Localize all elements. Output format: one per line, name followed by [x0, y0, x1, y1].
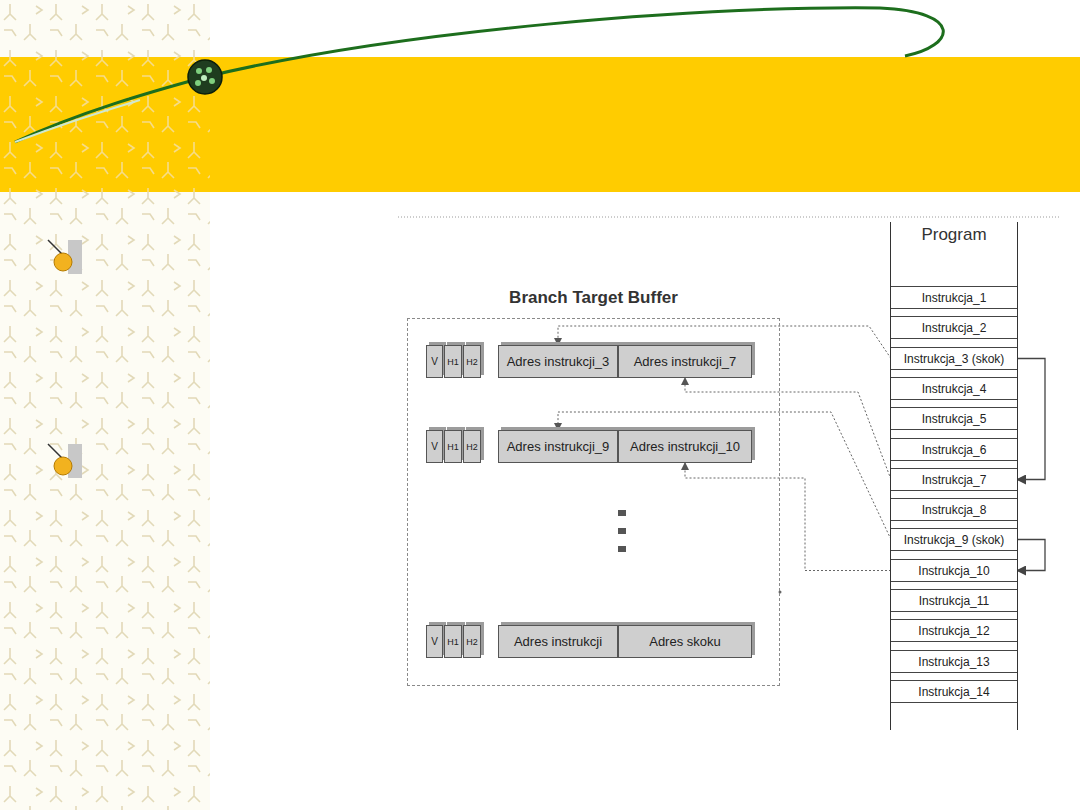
box-label: Instrukcja_7: [922, 473, 987, 487]
program-column: ProgramInstrukcja_1Instrukcja_2Instrukcj…: [890, 222, 1018, 730]
instruction-cell: Instrukcja_9 (skok): [891, 528, 1017, 551]
address-link: [685, 378, 891, 480]
box-label: H2: [466, 442, 478, 452]
separator-line: [398, 217, 1060, 218]
history-bit-box: H1: [444, 430, 462, 463]
side-strip: [0, 0, 210, 810]
branch-target-buffer: Branch Target BufferVH1H2Adres instrukcj…: [407, 318, 780, 686]
instruction-cell: Instrukcja_8: [891, 498, 1017, 521]
box-label: Instrukcja_8: [922, 503, 987, 517]
valid-bit-box: V: [426, 345, 443, 378]
box-label: Adres instrukcji_10: [630, 439, 740, 454]
box-label: Instrukcja_10: [918, 564, 989, 578]
jump-arrow: [1017, 359, 1045, 480]
instruction-cell: Instrukcja_6: [891, 438, 1017, 461]
target-address-field: Adres skoku: [618, 625, 752, 658]
box-label: Instrukcja_13: [918, 655, 989, 669]
box-label: Instrukcja_1: [922, 291, 987, 305]
box-label: H1: [447, 442, 459, 452]
box-label: Adres instrukcji_3: [507, 354, 610, 369]
box-label: Adres instrukcji: [514, 634, 602, 649]
box-label: Instrukcja_5: [922, 412, 987, 426]
instruction-cell: Instrukcja_2: [891, 316, 1017, 339]
box-label: Instrukcja_3 (skok): [904, 352, 1005, 366]
box-label: Instrukcja_14: [918, 685, 989, 699]
ellipsis-dots: [618, 510, 626, 552]
instruction-address-field: Adres instrukcji_9: [498, 430, 618, 463]
target-address-field: Adres instrukcji_10: [618, 430, 752, 463]
dot: [779, 591, 782, 594]
swoosh-highlight: [15, 100, 140, 142]
instruction-cell: Instrukcja_5: [891, 407, 1017, 430]
box-label: V: [431, 636, 438, 647]
history-bit-box: H1: [444, 625, 462, 658]
target-address-field: Adres instrukcji_7: [618, 345, 752, 378]
bullet-icon: [48, 444, 82, 478]
instruction-cell: Instrukcja_13: [891, 650, 1017, 673]
box-label: V: [431, 356, 438, 367]
history-bit-box: H2: [463, 430, 481, 463]
side-ornament: [0, 0, 210, 810]
box-label: Adres skoku: [649, 634, 721, 649]
band-ornament: [0, 57, 210, 192]
box-label: Instrukcja_12: [918, 624, 989, 638]
title-band: [0, 57, 1080, 192]
box-label: H1: [447, 357, 459, 367]
instruction-address-field: Adres instrukcji_3: [498, 345, 618, 378]
box-label: Instrukcja_4: [922, 382, 987, 396]
instruction-cell: Instrukcja_4: [891, 377, 1017, 400]
box-label: H2: [466, 357, 478, 367]
instruction-address-field: Adres instrukcji: [498, 625, 618, 658]
instruction-cell: Instrukcja_11: [891, 589, 1017, 612]
instruction-cell: Instrukcja_7: [891, 468, 1017, 491]
swoosh-ball: [188, 60, 222, 94]
address-link: [685, 463, 891, 571]
jump-arrow: [1017, 540, 1045, 571]
history-bit-box: H1: [444, 345, 462, 378]
box-label: Adres instrukcji_7: [634, 354, 737, 369]
heading: Branch Target Buffer: [408, 288, 779, 308]
instruction-cell: Instrukcja_12: [891, 619, 1017, 642]
instruction-cell: Instrukcja_3 (skok): [891, 347, 1017, 370]
green-swoosh: [15, 8, 943, 142]
box-label: V: [431, 441, 438, 452]
box-label: Instrukcja_9 (skok): [904, 533, 1005, 547]
box-label: Adres instrukcji_9: [507, 439, 610, 454]
history-bit-box: H2: [463, 345, 481, 378]
valid-bit-box: V: [426, 430, 443, 463]
box-label: H1: [447, 637, 459, 647]
instruction-cell: Instrukcja_1: [891, 286, 1017, 309]
valid-bit-box: V: [426, 625, 443, 658]
box-label: Instrukcja_6: [922, 443, 987, 457]
history-bit-box: H2: [463, 625, 481, 658]
bullet-icon: [48, 240, 82, 274]
instruction-cell: Instrukcja_10: [891, 559, 1017, 582]
heading: Program: [891, 225, 1017, 245]
box-label: Instrukcja_11: [919, 594, 989, 608]
instruction-cell: Instrukcja_14: [891, 680, 1017, 703]
box-label: H2: [466, 637, 478, 647]
box-label: Instrukcja_2: [922, 321, 987, 335]
